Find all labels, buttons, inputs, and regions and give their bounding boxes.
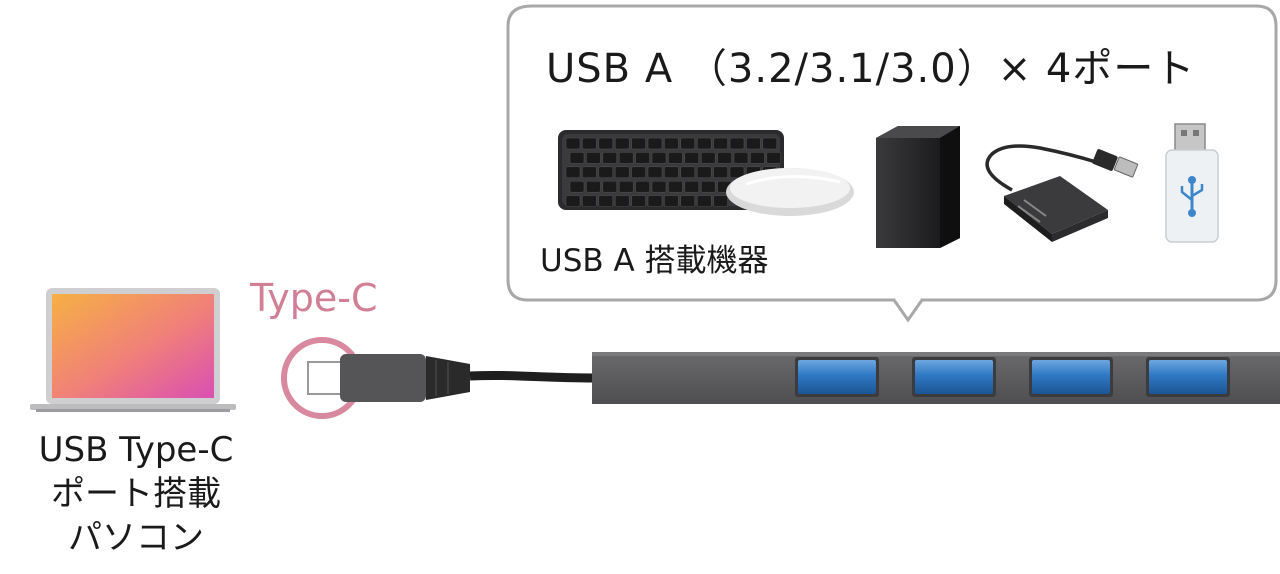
keyboard-key: [696, 166, 712, 179]
laptop-caption-line: ポート搭載: [51, 474, 221, 514]
keyboard-key: [602, 152, 618, 164]
keyboard-key: [680, 137, 696, 150]
usb-a-port: [1032, 360, 1110, 394]
keyboard-key: [746, 137, 761, 150]
keyboard-key: [582, 166, 597, 179]
keyboard-key: [713, 137, 728, 150]
keyboard-key: [717, 152, 732, 164]
keyboard-key: [565, 166, 581, 179]
mouse-icon: [726, 168, 854, 216]
keyboard-key: [651, 152, 667, 164]
external-hdd-icon: [876, 126, 960, 248]
keyboard-key: [700, 152, 716, 164]
keyboard-key: [586, 152, 601, 164]
keyboard-key: [651, 180, 667, 193]
keyboard-key: [582, 195, 597, 207]
keyboard-key: [614, 195, 630, 207]
keyboard-key: [635, 180, 650, 193]
device-caption: USB A 搭載機器: [540, 243, 769, 279]
keyboard-key: [729, 137, 745, 150]
usb-cable: [469, 370, 595, 383]
keyboard-key: [680, 195, 696, 207]
keyboard-key: [565, 137, 581, 150]
keyboard-key: [614, 137, 630, 150]
laptop-caption-line: USB Type-C: [38, 430, 234, 470]
keyboard-key: [713, 166, 728, 179]
keyboard-key: [684, 152, 700, 164]
connector-label: Type-C: [250, 276, 378, 320]
keyboard-key: [750, 152, 765, 164]
keyboard-key: [664, 195, 679, 207]
usb-a-port: [1149, 360, 1227, 394]
keyboard-key: [647, 137, 663, 150]
usb-hub: [592, 352, 1280, 404]
keyboard-key: [647, 166, 663, 179]
keyboard-key: [668, 152, 683, 164]
keyboard-key: [664, 137, 679, 150]
keyboard-key: [713, 195, 728, 207]
keyboard-key: [696, 137, 712, 150]
keyboard-key: [696, 195, 712, 207]
keyboard-key: [729, 166, 745, 179]
bubble-title: USB A （3.2/3.1/3.0）× 4ポート: [546, 46, 1196, 92]
keyboard-key: [618, 152, 634, 164]
keyboard-key: [762, 137, 778, 150]
keyboard-key: [733, 152, 749, 164]
keyboard-key: [598, 195, 614, 207]
keyboard-key: [598, 166, 614, 179]
keyboard-key: [631, 195, 646, 207]
usb-a-port: [915, 360, 993, 394]
keyboard-key: [565, 195, 581, 207]
keyboard-key: [586, 180, 601, 193]
keyboard-key: [602, 180, 618, 193]
keyboard-key: [569, 180, 585, 193]
card-reader-icon: [985, 144, 1139, 242]
keyboard-key: [668, 180, 683, 193]
keyboard-key: [598, 137, 614, 150]
keyboard-key: [684, 180, 700, 193]
keyboard-key: [631, 166, 646, 179]
usb-a-port: [798, 360, 876, 394]
laptop-caption-line: パソコン: [68, 518, 204, 558]
keyboard-key: [631, 137, 646, 150]
type-c-plug: [281, 337, 470, 419]
keyboard-key: [635, 152, 650, 164]
laptop-caption: USB Type-C ポート搭載 パソコン: [0, 428, 272, 560]
keyboard-key: [647, 195, 663, 207]
usb-flash-drive-icon: [1165, 123, 1219, 243]
laptop-icon: [30, 288, 236, 412]
keyboard-key: [618, 180, 634, 193]
keyboard-key: [582, 137, 597, 150]
keyboard-key: [614, 166, 630, 179]
keyboard-key: [700, 180, 716, 193]
keyboard-key: [766, 152, 782, 164]
keyboard-key: [569, 152, 585, 164]
keyboard-key: [664, 166, 679, 179]
keyboard-key: [680, 166, 696, 179]
